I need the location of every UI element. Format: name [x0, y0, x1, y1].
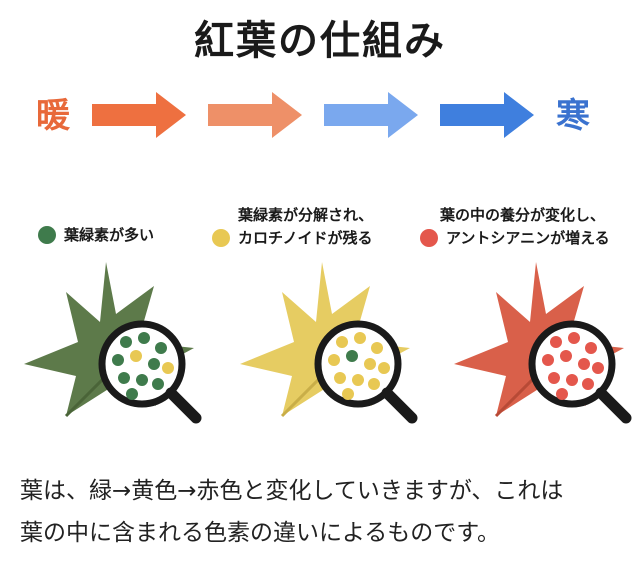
red-leaf-illustration — [436, 256, 636, 436]
pigment-dots — [542, 332, 604, 400]
green-leaf-illustration — [6, 256, 206, 436]
explanation-text: 葉は、緑→黄色→赤色と変化していきますが、これは 葉の中に含まれる色素の違いによ… — [20, 470, 624, 554]
arrow-icon — [92, 92, 186, 138]
yellow-leaf-illustration — [222, 256, 422, 436]
cold-label: 寒 — [556, 96, 590, 136]
explanation-line-2: 葉の中に含まれる色素の違いによるものです。 — [20, 520, 501, 546]
yellow-dot-icon — [212, 229, 230, 247]
arrow-icon — [208, 92, 302, 138]
warm-label: 暖 — [36, 96, 70, 136]
red-dot-icon — [420, 229, 438, 247]
green-dot-icon — [38, 226, 56, 244]
explanation-line-1: 葉は、緑→黄色→赤色と変化していきますが、これは — [20, 478, 564, 504]
stage-caption-green: 葉緑素が多い — [38, 224, 154, 247]
arrow-icon — [324, 92, 418, 138]
pigment-dots — [112, 332, 174, 400]
pigment-dots — [328, 332, 390, 400]
arrow-icon — [440, 92, 534, 138]
stage-caption-yellow: 葉緑素が分解され、 カロチノイドが残る — [212, 204, 373, 250]
stage-caption-red: 葉の中の養分が変化し、 アントシアニンが増える — [420, 204, 610, 250]
page-title: 紅葉の仕組み — [194, 18, 446, 64]
